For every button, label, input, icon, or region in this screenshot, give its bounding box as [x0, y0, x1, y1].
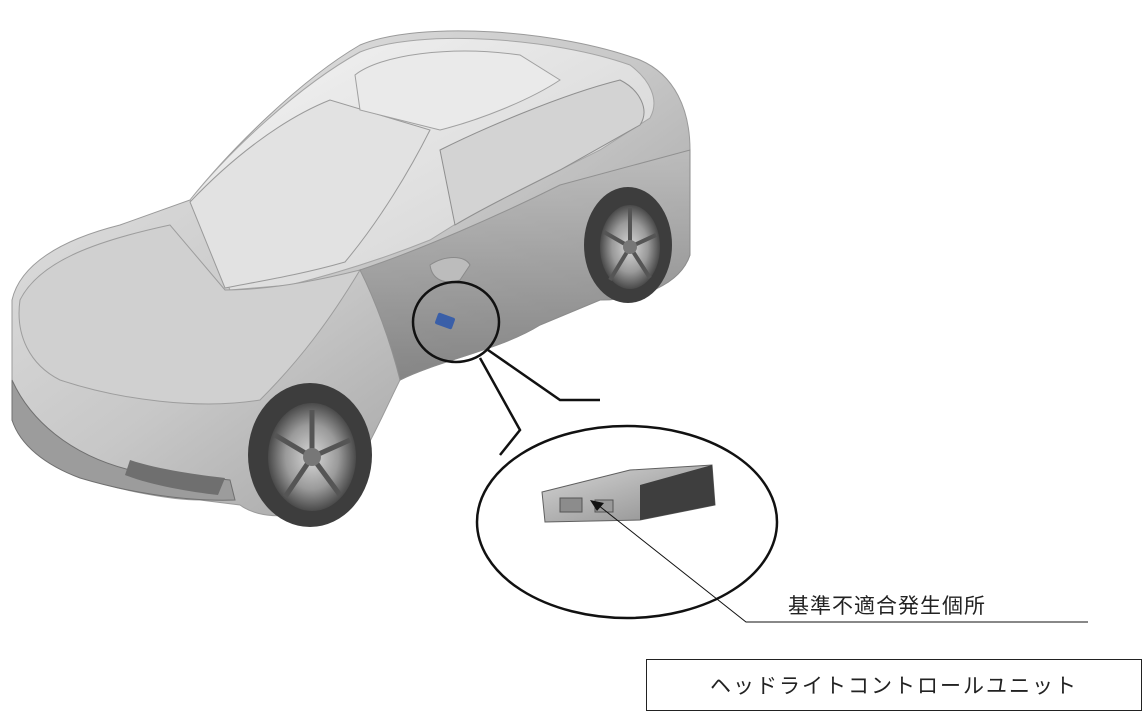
- car-illustration: [11, 30, 691, 527]
- location-circle: [411, 280, 501, 364]
- component-label: ヘッドライトコントロールユニット: [710, 674, 1078, 698]
- car-windshield: [189, 99, 431, 289]
- car-mirror: [429, 257, 471, 283]
- magnified-circle: [475, 424, 779, 620]
- front-wheel: [248, 383, 372, 527]
- rear-wheel: [584, 187, 672, 303]
- leader-arrowhead: [590, 500, 604, 511]
- car-hood: [18, 224, 362, 405]
- component-label-box: ヘッドライトコントロールユニット: [646, 659, 1142, 711]
- car-headlight: [125, 460, 225, 495]
- car-front-bumper: [11, 379, 236, 501]
- car-side-windows: [439, 79, 645, 226]
- unit-location-marker: [435, 312, 455, 330]
- callout-connector: [478, 357, 522, 456]
- callout-connector-2: [487, 348, 600, 402]
- car-sunroof: [354, 50, 561, 131]
- defect-location-label: 基準不適合発生個所: [788, 594, 986, 618]
- headlight-control-unit-image: [541, 464, 716, 523]
- leader-line: [597, 504, 1088, 623]
